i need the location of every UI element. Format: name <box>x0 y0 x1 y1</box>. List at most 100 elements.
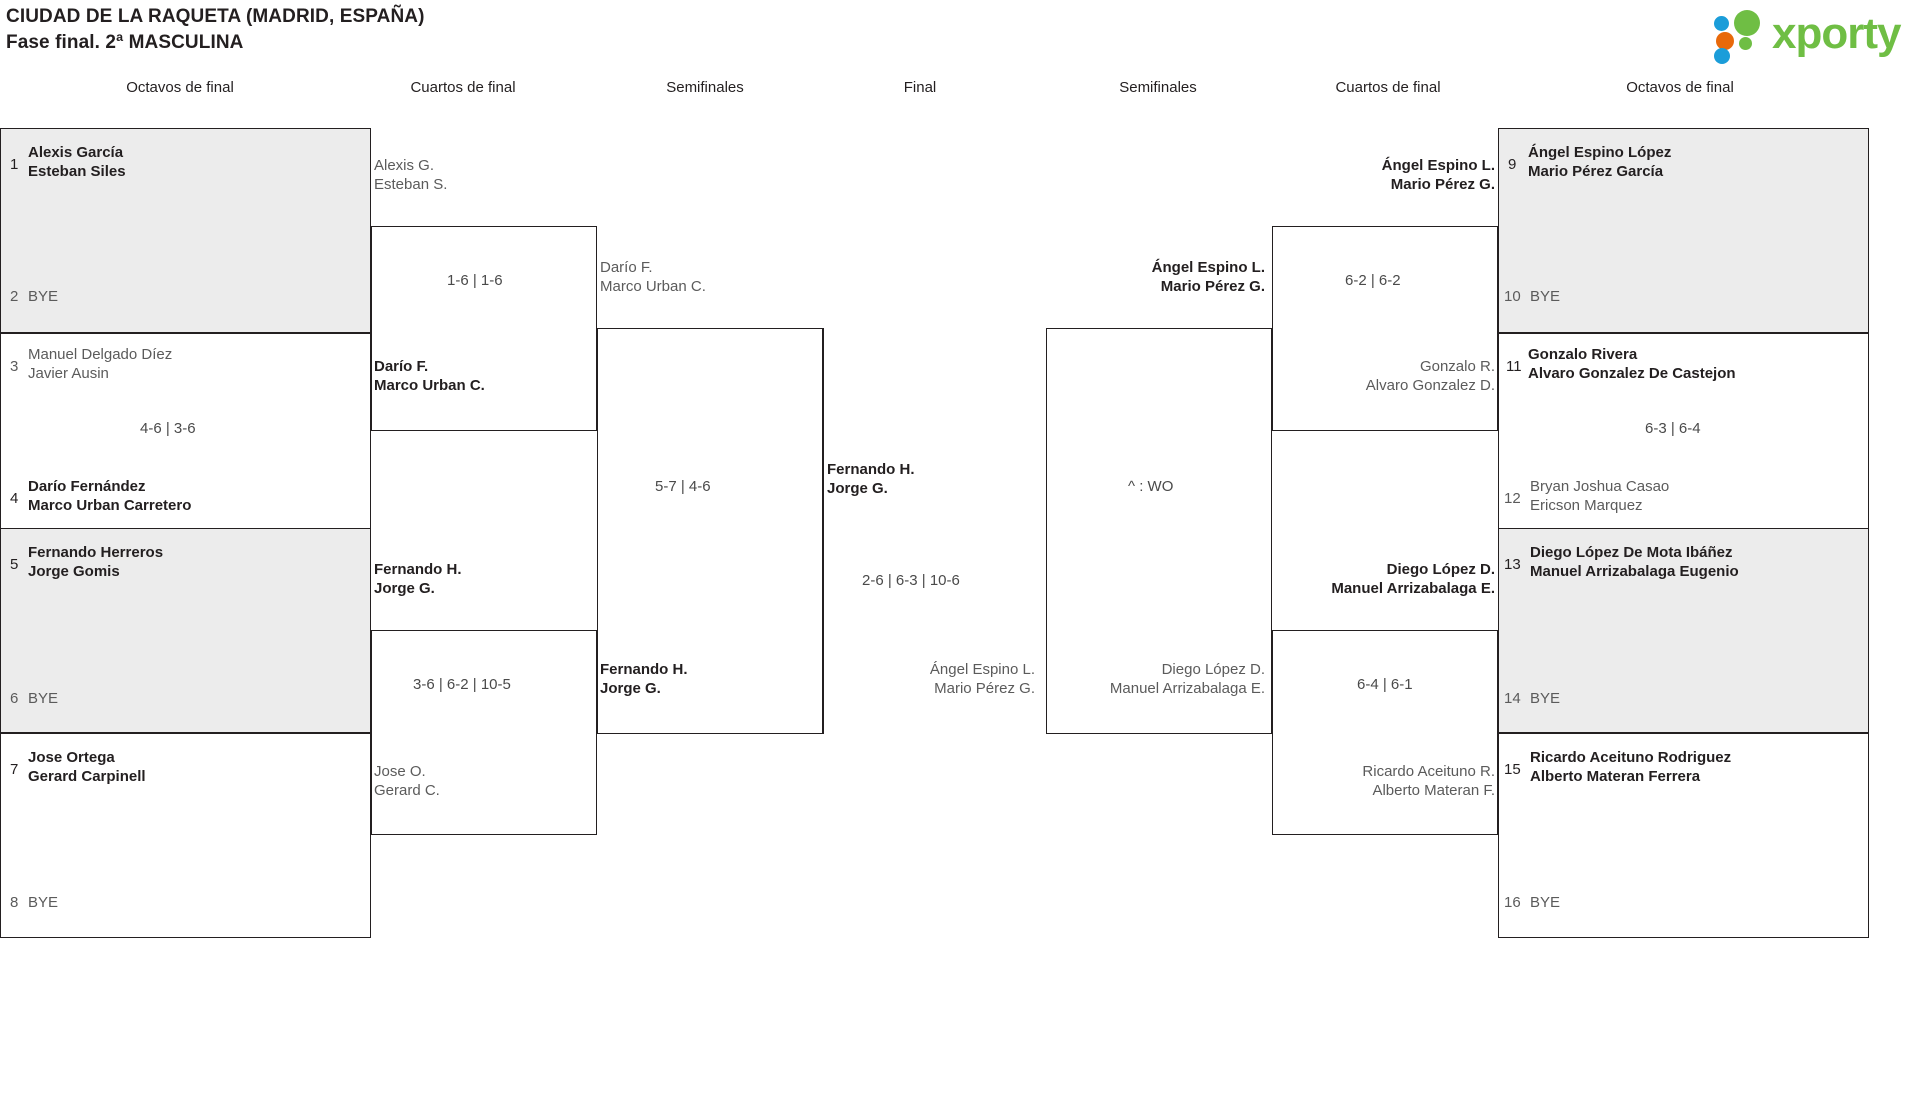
player-line: Alvaro Gonzalez D. <box>1365 377 1495 394</box>
seed-number-9: 9 <box>1508 156 1517 173</box>
player-line: Esteban Siles <box>28 163 126 180</box>
seed-number-2: 2 <box>10 288 19 305</box>
player-line: Ricardo Aceituno Rodriguez <box>1530 749 1732 766</box>
qf-left-3-names: Fernando H. Jorge G. <box>374 560 462 598</box>
sf-left-box[interactable] <box>597 328 823 734</box>
qf-right-score-1: 6-2 | 6-2 <box>1345 272 1401 289</box>
title-block: CIUDAD DE LA RAQUETA (MADRID, ESPAÑA) Fa… <box>6 4 425 56</box>
final-top-names: Fernando H. Jorge G. <box>827 460 915 498</box>
player-line: Gerard C. <box>374 782 440 799</box>
qf-right-2-names: Gonzalo R. Alvaro Gonzalez D. <box>1235 357 1495 395</box>
qf-left-score-2: 3-6 | 6-2 | 10-5 <box>413 676 511 693</box>
player-line: Fernando H. <box>374 561 462 578</box>
qf-right-1-names: Ángel Espino L. Mario Pérez G. <box>1235 156 1495 194</box>
r16-score-right-2: 6-3 | 6-4 <box>1645 420 1701 437</box>
player-line: Esteban S. <box>374 176 448 193</box>
seed-number-6: 6 <box>10 690 19 707</box>
player-line: Gonzalo R. <box>1419 358 1495 375</box>
seed-number-1: 1 <box>10 156 19 173</box>
player-line: Jorge G. <box>600 680 661 697</box>
seed-number-7: 7 <box>10 761 19 778</box>
player-line: Diego López D. <box>1161 661 1265 678</box>
qf-right-box-1[interactable] <box>1272 226 1498 431</box>
seed-number-11: 11 <box>1506 358 1522 375</box>
tournament-title: CIUDAD DE LA RAQUETA (MADRID, ESPAÑA) <box>6 6 425 27</box>
logo-dots-icon <box>1714 10 1770 64</box>
player-line: Darío F. <box>374 358 429 375</box>
player-line: Alberto Materan F. <box>1372 782 1495 799</box>
seed-number-10: 10 <box>1504 288 1521 305</box>
r16-bye-10: BYE <box>1530 288 1561 305</box>
r16-box-left-1[interactable] <box>0 128 371 333</box>
player-line: Alexis G. <box>374 157 435 174</box>
player-line: Gerard Carpinell <box>28 768 146 785</box>
qf-right-4-names: Ricardo Aceituno R. Alberto Materan F. <box>1235 762 1495 800</box>
r16-box-right-2[interactable] <box>1498 333 1869 538</box>
r16-box-right-4[interactable] <box>1498 733 1869 938</box>
qf-left-1-names: Alexis G. Esteban S. <box>374 156 447 194</box>
r16-box-left-2[interactable] <box>0 333 371 538</box>
player-line: Marco Urban C. <box>374 377 485 394</box>
qf-left-4-names: Jose O. Gerard C. <box>374 762 440 800</box>
player-line: Marco Urban C. <box>600 278 706 295</box>
player-line: Manuel Arrizabalaga E. <box>1331 580 1495 597</box>
sf-right-box[interactable] <box>1046 328 1272 734</box>
r16-player-names-13: Diego López De Mota Ibáñez Manuel Arriza… <box>1530 543 1739 581</box>
player-line: Ángel Espino López <box>1528 144 1672 161</box>
r16-player-names-15: Ricardo Aceituno Rodriguez Alberto Mater… <box>1530 748 1731 786</box>
player-line: Diego López D. <box>1386 561 1495 578</box>
final-score: 2-6 | 6-3 | 10-6 <box>862 572 960 589</box>
r16-player-names-1: Alexis García Esteban Siles <box>28 143 126 181</box>
player-line: Jorge G. <box>374 580 435 597</box>
player-line: Ericson Marquez <box>1530 497 1643 514</box>
round-label-left-r16: Octavos de final <box>126 79 234 96</box>
qf-right-box-2[interactable] <box>1272 630 1498 835</box>
r16-bye-2: BYE <box>28 288 59 305</box>
tournament-subtitle: Fase final. 2ª MASCULINA <box>6 32 244 53</box>
r16-box-left-3[interactable] <box>0 528 371 733</box>
r16-player-names-9: Ángel Espino López Mario Pérez García <box>1528 143 1671 181</box>
r16-box-left-4[interactable] <box>0 733 371 938</box>
qf-left-score-1: 1-6 | 1-6 <box>447 272 503 289</box>
player-line: Mario Pérez G. <box>1160 278 1265 295</box>
r16-bye-16: BYE <box>1530 894 1561 911</box>
player-line: Jorge Gomis <box>28 563 120 580</box>
player-line: Alberto Materan Ferrera <box>1530 768 1701 785</box>
qf-left-box-2[interactable] <box>371 630 597 835</box>
round-label-right-r16: Octavos de final <box>1626 79 1734 96</box>
player-line: Darío Fernández <box>28 478 146 495</box>
seed-number-15: 15 <box>1504 761 1521 778</box>
seed-number-4: 4 <box>10 490 19 507</box>
r16-bye-14: BYE <box>1530 690 1561 707</box>
seed-number-16: 16 <box>1504 894 1521 911</box>
round-label-left-sf: Semifinales <box>666 79 744 96</box>
final-bottom-names: Ángel Espino L. Mario Pérez G. <box>800 660 1035 698</box>
player-line: Alvaro Gonzalez De Castejon <box>1528 365 1736 382</box>
r16-player-names-4: Darío Fernández Marco Urban Carretero <box>28 477 191 515</box>
player-line: Jorge G. <box>827 480 888 497</box>
player-line: Marco Urban Carretero <box>28 497 192 514</box>
player-line: Manuel Arrizabalaga Eugenio <box>1530 563 1739 580</box>
round-label-right-sf: Semifinales <box>1119 79 1197 96</box>
player-line: Ángel Espino L. <box>1151 259 1265 276</box>
r16-player-names-11: Gonzalo Rivera Alvaro Gonzalez De Castej… <box>1528 345 1736 383</box>
r16-player-names-12: Bryan Joshua Casao Ericson Marquez <box>1530 477 1669 515</box>
sf-left-1-names: Darío F. Marco Urban C. <box>600 258 706 296</box>
qf-left-2-names: Darío F. Marco Urban C. <box>374 357 485 395</box>
sf-right-score: ^ : WO <box>1128 478 1174 495</box>
r16-box-right-3[interactable] <box>1498 528 1869 733</box>
r16-player-names-3: Manuel Delgado Díez Javier Ausin <box>28 345 172 383</box>
r16-box-right-1[interactable] <box>1498 128 1869 333</box>
page-header: CIUDAD DE LA RAQUETA (MADRID, ESPAÑA) Fa… <box>0 0 1920 70</box>
player-line: Ángel Espino L. <box>929 661 1035 678</box>
qf-right-3-names: Diego López D. Manuel Arrizabalaga E. <box>1235 560 1495 598</box>
qf-left-box-1[interactable] <box>371 226 597 431</box>
player-line: Mario Pérez García <box>1528 163 1664 180</box>
player-line: Diego López De Mota Ibáñez <box>1530 544 1733 561</box>
seed-number-13: 13 <box>1504 556 1521 573</box>
player-line: Alexis García <box>28 144 124 161</box>
player-line: Gonzalo Rivera <box>1528 346 1638 363</box>
player-line: Fernando H. <box>827 461 915 478</box>
r16-bye-8: BYE <box>28 894 59 911</box>
round-label-right-qf: Cuartos de final <box>1335 79 1441 96</box>
